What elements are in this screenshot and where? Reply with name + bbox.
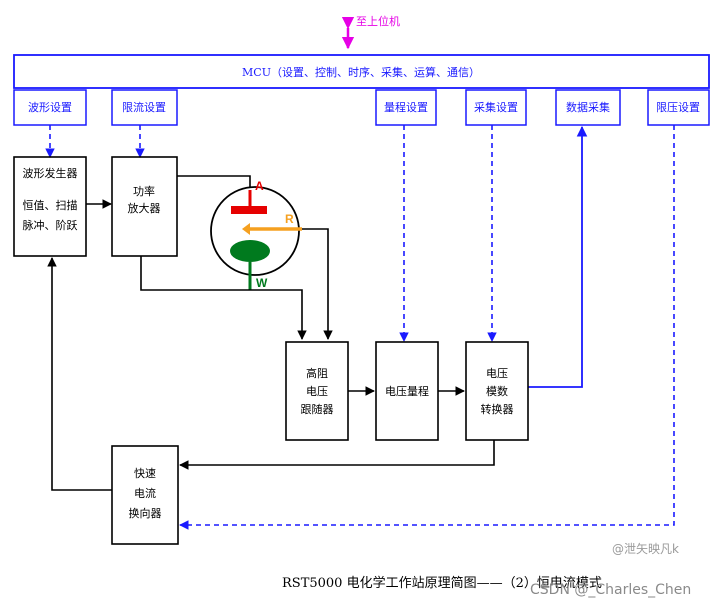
mcu-label: MCU（设置、控制、时序、采集、运算、通信） <box>242 65 480 79</box>
reference-electrode-tip <box>242 223 250 235</box>
current-switcher-box <box>111 445 179 545</box>
electrode-a-label: A <box>255 179 264 193</box>
amplifier-to-follower-line <box>140 256 307 340</box>
voltage-limit-setting-label: 限压设置 <box>656 101 700 114</box>
voltage-range-label: 电压量程 <box>385 385 429 398</box>
current-switcher-line3: 换向器 <box>129 506 162 520</box>
watermark-large: CSDN @_Charles_Chen <box>530 582 691 598</box>
counter-electrode-a <box>231 206 267 214</box>
voltage-follower-line2: 电压 <box>306 385 328 398</box>
sampling-setting-box <box>465 89 527 126</box>
mcu-box <box>13 54 710 89</box>
host-label: 至上位机 <box>356 14 400 28</box>
adc-box <box>465 341 529 441</box>
current-limit-setting-box <box>111 89 178 126</box>
switcher-to-generator-line <box>47 257 112 491</box>
electrode-w-label: W <box>256 276 268 290</box>
waveform-generator-title: 波形发生器 <box>23 166 78 180</box>
voltage-limit-control-line <box>179 125 675 530</box>
electrochemical-cell <box>210 186 300 276</box>
waveform-generator-line2: 脉冲、阶跃 <box>23 218 78 232</box>
power-amplifier-box <box>111 156 178 257</box>
adc-line2: 模数 <box>486 385 508 398</box>
working-electrode-w <box>230 240 270 262</box>
current-limit-setting-label: 限流设置 <box>122 100 166 114</box>
adc-to-switcher-line <box>179 440 495 470</box>
power-amplifier-line1: 功率 <box>133 184 155 198</box>
data-acquisition-line <box>528 125 588 388</box>
diagram-caption: RST5000 电化学工作站原理简图——（2）恒电流模式 <box>282 575 602 591</box>
voltage-limit-setting-box <box>647 89 710 126</box>
adc-line1: 电压 <box>486 367 508 380</box>
data-acquisition-label: 数据采集 <box>566 100 610 114</box>
data-acquisition-box <box>555 89 621 126</box>
power-amplifier-line2: 放大器 <box>128 201 161 215</box>
voltage-follower-line1: 高阻 <box>306 366 328 380</box>
watermark-small: @泄矢映凡k <box>612 542 679 556</box>
current-switcher-line1: 快速 <box>134 467 156 480</box>
waveform-setting-label: 波形设置 <box>28 101 72 114</box>
range-setting-box <box>375 89 437 126</box>
sampling-setting-label: 采集设置 <box>474 100 518 114</box>
current-switcher-line2: 电流 <box>134 486 156 500</box>
waveform-generator-box <box>13 156 87 257</box>
adc-line3: 转换器 <box>481 402 514 416</box>
reference-to-follower-line <box>302 228 333 340</box>
electrode-r-label: R <box>285 212 294 226</box>
waveform-generator-line1: 恒值、扫描 <box>23 198 78 212</box>
range-setting-label: 量程设置 <box>384 101 428 114</box>
voltage-follower-line3: 跟随器 <box>301 402 334 416</box>
